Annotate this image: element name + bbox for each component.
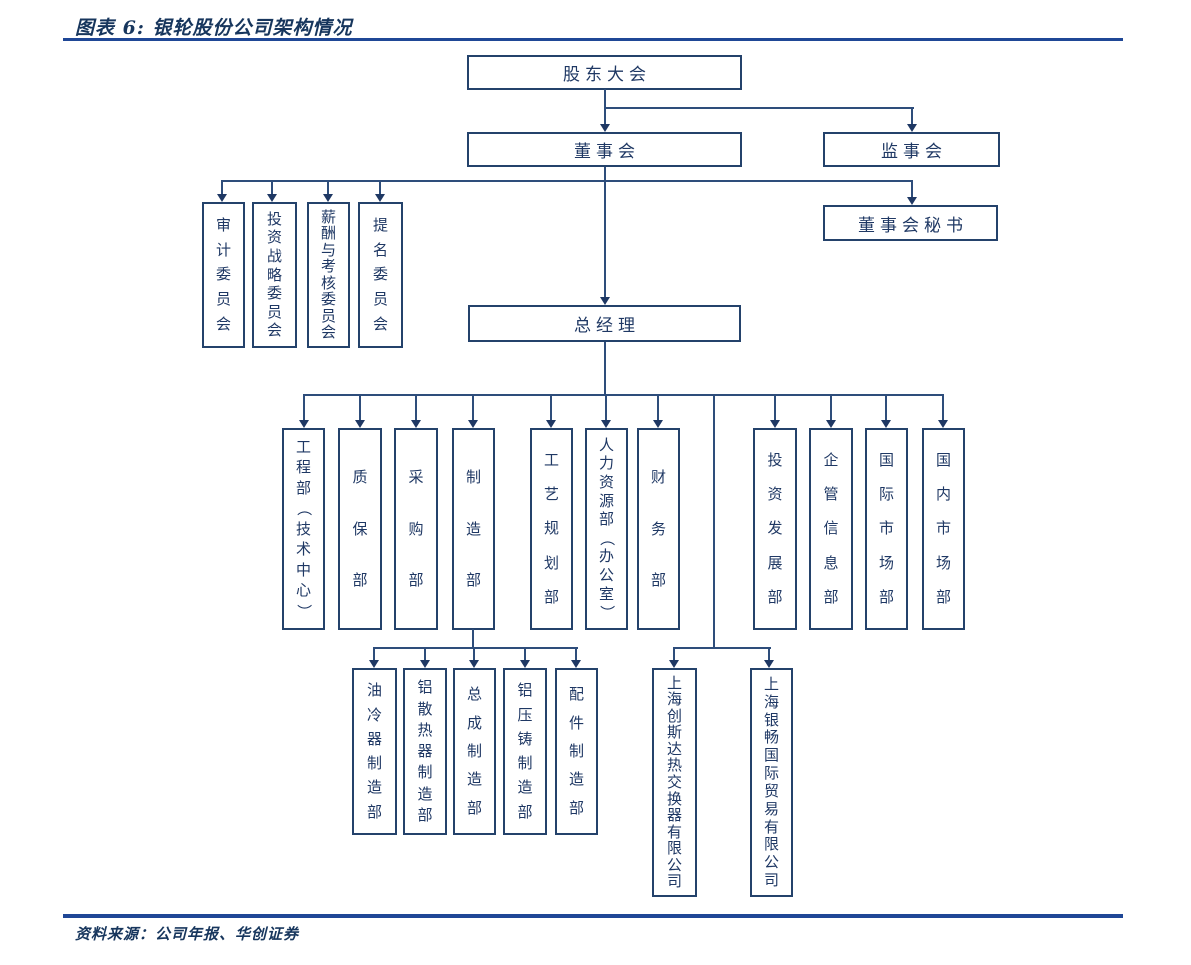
connector-line: [713, 394, 715, 649]
connector-line: [604, 167, 606, 298]
arrow-down-icon: [571, 660, 581, 668]
org-node-committee-nomination: 提名委员会: [358, 202, 403, 348]
arrow-down-icon: [217, 194, 227, 202]
connector-line: [359, 394, 361, 421]
connector-line: [657, 394, 659, 421]
arrow-down-icon: [826, 420, 836, 428]
org-node-dept-human-resources: 人力资源部（办公室）: [585, 428, 628, 630]
connector-line: [911, 180, 913, 198]
org-node-dept-process-planning: 工艺规划部: [530, 428, 573, 630]
arrow-down-icon: [299, 420, 309, 428]
org-node-subdept-oil-cooler: 油冷器制造部: [352, 668, 397, 835]
connector-line: [424, 647, 426, 661]
org-node-general-manager: 总经理: [468, 305, 741, 342]
arrow-down-icon: [907, 124, 917, 132]
connector-line: [604, 107, 914, 109]
arrow-down-icon: [420, 660, 430, 668]
connector-line: [604, 89, 606, 124]
arrow-down-icon: [600, 297, 610, 305]
connector-line: [942, 394, 944, 421]
footer-rule: [63, 914, 1123, 918]
org-node-dept-finance: 财务部: [637, 428, 680, 630]
arrow-down-icon: [764, 660, 774, 668]
connector-line: [911, 107, 913, 125]
arrow-down-icon: [653, 420, 663, 428]
connector-line: [303, 394, 305, 421]
connector-line: [373, 647, 375, 661]
org-node-dept-purchasing: 采购部: [394, 428, 438, 630]
connector-line: [221, 180, 223, 195]
org-node-dept-domestic-market: 国内市场部: [922, 428, 965, 630]
org-node-subdept-aluminum-die-casting: 铝压铸制造部: [503, 668, 547, 835]
arrow-down-icon: [770, 420, 780, 428]
connector-line: [605, 394, 607, 421]
source-note: 资料来源：公司年报、华创证券: [75, 925, 300, 943]
arrow-down-icon: [601, 420, 611, 428]
connector-line: [550, 394, 552, 421]
connector-line: [472, 394, 474, 421]
arrow-down-icon: [881, 420, 891, 428]
arrow-down-icon: [375, 194, 385, 202]
org-node-subdept-aluminum-radiator: 铝散热器制造部: [403, 668, 447, 835]
connector-line: [373, 647, 578, 649]
org-node-dept-manufacturing: 制造部: [452, 428, 495, 630]
connector-line: [604, 342, 606, 395]
org-node-shareholders-meeting: 股东大会: [467, 55, 742, 90]
connector-line: [575, 647, 577, 661]
org-node-subdept-assembly: 总成制造部: [453, 668, 496, 835]
connector-line: [524, 647, 526, 661]
org-node-committee-remuneration-appraisal: 薪酬与考核委员会: [307, 202, 350, 348]
title-rule: [63, 38, 1123, 41]
org-node-dept-enterprise-info: 企管信息部: [809, 428, 853, 630]
connector-line: [303, 394, 944, 396]
connector-line: [415, 394, 417, 421]
connector-line: [472, 629, 474, 649]
org-node-subsidiary-yinchang: 上海银畅国际贸易有限公司: [750, 668, 793, 897]
arrow-down-icon: [669, 660, 679, 668]
arrow-down-icon: [369, 660, 379, 668]
connector-line: [885, 394, 887, 421]
connector-line: [673, 647, 771, 649]
connector-line: [221, 180, 913, 182]
org-node-committee-audit: 审计委员会: [202, 202, 245, 348]
org-node-dept-investment-development: 投资发展部: [753, 428, 797, 630]
connector-line: [830, 394, 832, 421]
connector-line: [473, 647, 475, 661]
org-node-dept-quality-assurance: 质保部: [338, 428, 382, 630]
arrow-down-icon: [907, 197, 917, 205]
org-node-committee-investment-strategy: 投资战略委员会: [252, 202, 297, 348]
arrow-down-icon: [546, 420, 556, 428]
figure-title: 图表 6: 银轮股份公司架构情况: [75, 17, 353, 39]
arrow-down-icon: [267, 194, 277, 202]
arrow-down-icon: [323, 194, 333, 202]
org-node-board-of-directors: 董事会: [467, 132, 742, 167]
connector-line: [327, 180, 329, 195]
org-node-dept-engineering: 工程部（技术中心）: [282, 428, 325, 630]
arrow-down-icon: [600, 124, 610, 132]
connector-line: [774, 394, 776, 421]
arrow-down-icon: [469, 660, 479, 668]
org-node-subsidiary-chuangsida: 上海创斯达热交换器有限公司: [652, 668, 697, 897]
arrow-down-icon: [411, 420, 421, 428]
arrow-down-icon: [938, 420, 948, 428]
connector-line: [673, 647, 675, 661]
connector-line: [271, 180, 273, 195]
org-node-subdept-parts: 配件制造部: [555, 668, 598, 835]
org-node-supervisory-board: 监事会: [823, 132, 1000, 167]
connector-line: [768, 647, 770, 661]
connector-line: [379, 180, 381, 195]
arrow-down-icon: [468, 420, 478, 428]
org-node-board-secretary: 董事会秘书: [823, 205, 998, 241]
arrow-down-icon: [355, 420, 365, 428]
arrow-down-icon: [520, 660, 530, 668]
org-node-dept-international-market: 国际市场部: [865, 428, 908, 630]
